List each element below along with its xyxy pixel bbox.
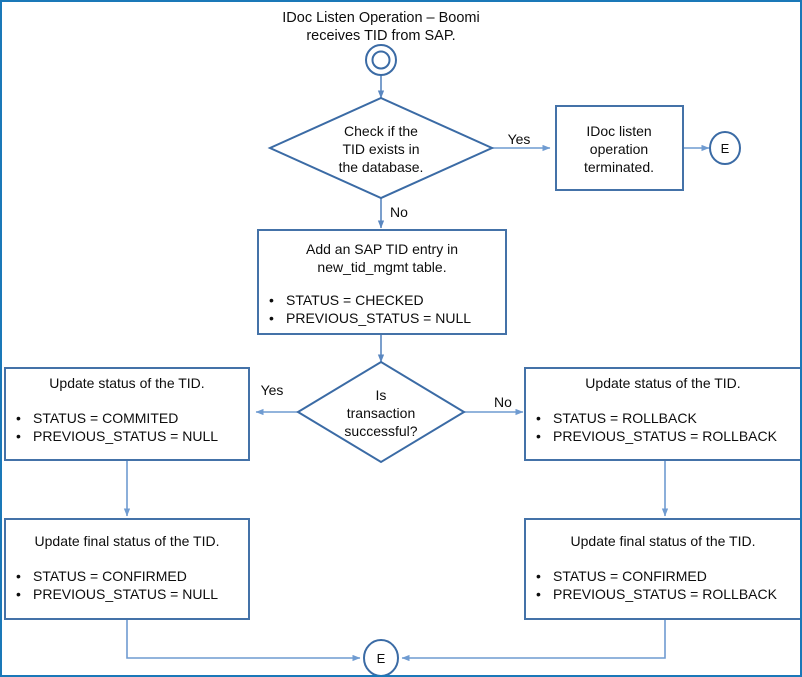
add-tid-line-1: Add an SAP TID entry in (306, 241, 458, 257)
update-commit-line-1: Update status of the TID. (49, 375, 204, 391)
final-left-box (4, 518, 250, 620)
update-rollback-bullet-2: PREVIOUS_STATUS = ROLLBACK (553, 428, 778, 444)
edge-label-txn-yes: Yes (261, 382, 284, 398)
add-tid-line-2: new_tid_mgmt table. (317, 259, 446, 275)
final-left-bullet-1: STATUS = CONFIRMED (33, 568, 187, 584)
terminated-line-3: terminated. (584, 159, 654, 175)
decision-txn-line-3: successful? (344, 423, 417, 439)
end-bottom-circle (363, 639, 399, 675)
terminated-box (555, 105, 684, 191)
final-right-line-1: Update final status of the TID. (571, 533, 756, 549)
update-commit-bullet-glyph-1: • (16, 410, 21, 426)
terminated-line-1: IDoc listen (586, 123, 651, 139)
decision-txn-shape (296, 360, 466, 464)
decision-check-tid-exists[interactable]: Check if the TID exists in the database. (267, 96, 495, 200)
end-top-circle (709, 131, 741, 165)
start-node[interactable] (365, 44, 397, 76)
process-final-status-confirmed-rollback[interactable]: Update final status of the TID. • STATUS… (524, 518, 801, 620)
title-line-2: receives TID from SAP. (306, 28, 455, 44)
edge-label-check-no: No (390, 204, 408, 220)
decision-txn-line-1: Is (376, 387, 387, 403)
end-node-bottom[interactable]: E (363, 639, 399, 676)
final-right-box (524, 518, 800, 620)
update-commit-box (4, 367, 250, 461)
final-left-bullet-glyph-1: • (16, 568, 21, 584)
update-commit-bullet-glyph-2: • (16, 428, 21, 444)
decision-txn-line-2: transaction (347, 405, 415, 421)
diagram-title: IDoc Listen Operation – Boomi receives T… (282, 10, 479, 44)
decision-check-line-1: Check if the (344, 123, 418, 139)
final-right-bullet-1: STATUS = CONFIRMED (553, 568, 707, 584)
decision-check-line-3: the database. (339, 159, 424, 175)
decision-check-line-2: TID exists in (342, 141, 419, 157)
update-rollback-bullet-glyph-1: • (536, 410, 541, 426)
process-update-status-commited[interactable]: Update status of the TID. • STATUS = COM… (4, 367, 250, 461)
final-right-bullet-2: PREVIOUS_STATUS = ROLLBACK (553, 586, 778, 602)
terminated-line-2: operation (590, 141, 648, 157)
add-tid-bullet-1: STATUS = CHECKED (286, 292, 424, 308)
add-tid-box (257, 229, 507, 335)
title-line-1: IDoc Listen Operation – Boomi (282, 10, 479, 26)
update-commit-bullet-2: PREVIOUS_STATUS = NULL (33, 428, 218, 444)
end-node-top[interactable]: E (709, 131, 741, 165)
final-left-line-1: Update final status of the TID. (35, 533, 220, 549)
add-tid-bullet-2: PREVIOUS_STATUS = NULL (286, 310, 471, 326)
final-right-bullet-glyph-1: • (536, 568, 541, 584)
end-bottom-label: E (377, 651, 386, 666)
process-update-status-rollback[interactable]: Update status of the TID. • STATUS = ROL… (524, 367, 801, 461)
decision-is-transaction-successful[interactable]: Is transaction successful? (296, 360, 466, 464)
decision-shape (267, 96, 495, 200)
final-right-bullet-glyph-2: • (536, 586, 541, 602)
process-final-status-confirmed-null[interactable]: Update final status of the TID. • STATUS… (4, 518, 250, 620)
add-tid-bullet-glyph-2: • (269, 310, 274, 326)
process-add-sap-tid-entry[interactable]: Add an SAP TID entry in new_tid_mgmt tab… (257, 229, 507, 335)
connector-final-left-to-end-bottom (126, 619, 361, 662)
connector-final-right-to-end-bottom (401, 619, 666, 662)
final-left-bullet-2: PREVIOUS_STATUS = NULL (33, 586, 218, 602)
update-rollback-bullet-1: STATUS = ROLLBACK (553, 410, 697, 426)
update-rollback-box (524, 367, 800, 461)
update-commit-bullet-1: STATUS = COMMITED (33, 410, 178, 426)
update-rollback-line-1: Update status of the TID. (585, 375, 740, 391)
process-idoc-listen-terminated[interactable]: IDoc listen operation terminated. (555, 105, 684, 191)
edge-label-check-yes: Yes (508, 131, 531, 147)
add-tid-bullet-glyph-1: • (269, 292, 274, 308)
update-rollback-bullet-glyph-2: • (536, 428, 541, 444)
end-top-label: E (721, 141, 730, 156)
final-left-bullet-glyph-2: • (16, 586, 21, 602)
edge-label-txn-no: No (494, 394, 512, 410)
start-circle-inner (371, 50, 391, 70)
